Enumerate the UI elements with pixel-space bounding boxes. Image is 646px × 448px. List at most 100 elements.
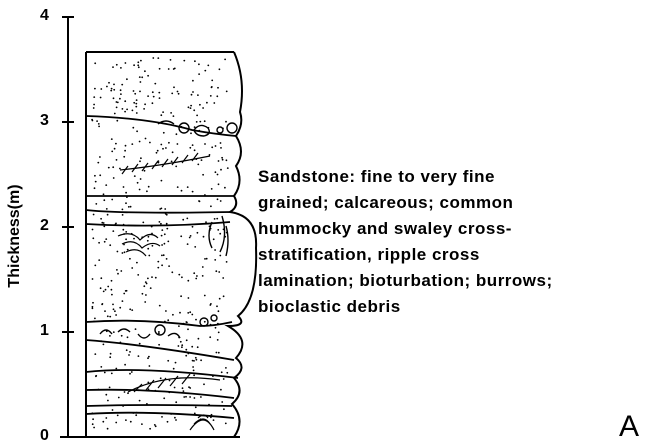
sand-dot bbox=[204, 120, 206, 122]
sand-dot bbox=[113, 84, 115, 86]
sand-dot bbox=[226, 372, 228, 374]
sand-dot bbox=[126, 290, 128, 292]
sand-dot bbox=[92, 418, 94, 420]
sand-dot bbox=[160, 377, 162, 379]
sand-dot bbox=[195, 278, 197, 280]
sand-dot bbox=[218, 160, 220, 162]
sand-dot bbox=[221, 401, 223, 403]
sand-dot bbox=[105, 417, 107, 419]
sand-dot bbox=[105, 394, 107, 396]
sand-dot bbox=[201, 159, 203, 161]
sand-dot bbox=[93, 96, 95, 98]
sand-dot bbox=[140, 178, 142, 180]
sand-dot bbox=[159, 97, 161, 99]
sand-dot bbox=[111, 373, 113, 375]
sand-dot bbox=[103, 291, 105, 293]
sand-dot bbox=[119, 168, 121, 170]
sand-dot bbox=[183, 390, 185, 392]
sand-dot bbox=[135, 103, 137, 105]
sand-dot bbox=[152, 102, 154, 104]
sand-dot bbox=[144, 70, 146, 72]
sand-dot bbox=[139, 343, 141, 345]
sand-dot bbox=[183, 396, 185, 398]
sand-dot bbox=[219, 233, 221, 235]
sand-dot bbox=[126, 78, 128, 80]
sand-dot bbox=[226, 261, 228, 263]
sand-dot bbox=[203, 236, 205, 238]
sand-dot bbox=[204, 258, 206, 260]
sand-dot bbox=[148, 186, 150, 188]
sand-dot bbox=[92, 306, 94, 308]
sand-dot bbox=[138, 355, 140, 357]
sand-dot bbox=[192, 80, 194, 82]
sand-dot bbox=[205, 221, 207, 223]
sand-dot bbox=[120, 89, 122, 91]
sand-dot bbox=[174, 387, 176, 389]
sand-dot bbox=[117, 415, 119, 417]
sand-dot bbox=[115, 143, 117, 145]
sand-dot bbox=[187, 280, 189, 282]
sand-dot bbox=[218, 332, 220, 334]
sand-dot bbox=[131, 143, 133, 145]
sand-dot bbox=[101, 304, 103, 306]
sand-dot bbox=[147, 357, 149, 359]
sand-dot bbox=[189, 311, 191, 313]
sand-dot bbox=[111, 138, 113, 140]
sand-dot bbox=[99, 156, 101, 158]
sand-dot bbox=[198, 200, 200, 202]
sand-dot bbox=[98, 242, 100, 244]
sand-dot bbox=[172, 314, 174, 316]
sand-dot bbox=[105, 289, 107, 291]
sand-dot bbox=[187, 312, 189, 314]
sand-dot bbox=[129, 308, 131, 310]
sand-dot bbox=[150, 287, 152, 289]
sand-dot bbox=[224, 187, 226, 189]
sand-dot bbox=[136, 99, 138, 101]
sand-dot bbox=[141, 76, 143, 78]
sand-dot bbox=[105, 184, 107, 186]
sand-dot bbox=[195, 406, 197, 408]
sand-dot bbox=[139, 91, 141, 93]
sand-dot bbox=[125, 145, 127, 147]
bioclastic-debris bbox=[100, 121, 237, 338]
sand-dot bbox=[195, 357, 197, 359]
sand-dot bbox=[140, 81, 142, 83]
sand-dot bbox=[220, 147, 222, 149]
sand-dot bbox=[171, 93, 173, 95]
sand-dot bbox=[148, 236, 150, 238]
sand-dot bbox=[167, 360, 169, 362]
sand-dot bbox=[218, 310, 220, 312]
sand-dot bbox=[192, 366, 194, 368]
sand-dot bbox=[202, 275, 204, 277]
sand-dot bbox=[137, 64, 139, 66]
sand-dot bbox=[128, 206, 130, 208]
sand-dot bbox=[173, 86, 175, 88]
sand-dot bbox=[179, 312, 181, 314]
sand-dot bbox=[124, 391, 126, 393]
sand-dot bbox=[220, 389, 222, 391]
sand-dot bbox=[216, 218, 218, 220]
sand-dot bbox=[161, 229, 163, 231]
panel-label: A bbox=[619, 410, 639, 444]
sand-dot bbox=[164, 243, 166, 245]
sand-dot bbox=[186, 218, 188, 220]
sand-dot bbox=[124, 150, 126, 152]
sand-dot bbox=[94, 62, 96, 64]
sand-dot bbox=[185, 321, 187, 323]
sand-dot bbox=[217, 198, 219, 200]
sand-dot bbox=[130, 206, 132, 208]
sand-dot bbox=[116, 64, 118, 66]
sand-dot bbox=[172, 151, 174, 153]
sand-dot bbox=[123, 186, 125, 188]
sand-dot bbox=[115, 223, 117, 225]
sand-dot bbox=[211, 188, 213, 190]
sand-dot bbox=[125, 419, 127, 421]
sand-dot bbox=[93, 107, 95, 109]
sand-dot bbox=[97, 162, 99, 164]
sand-dot bbox=[190, 107, 192, 109]
sand-dot bbox=[114, 310, 116, 312]
lithology-description: Sandstone: fine to very fine grained; ca… bbox=[258, 164, 638, 320]
sand-dot bbox=[111, 88, 113, 90]
sand-dot bbox=[109, 316, 111, 318]
